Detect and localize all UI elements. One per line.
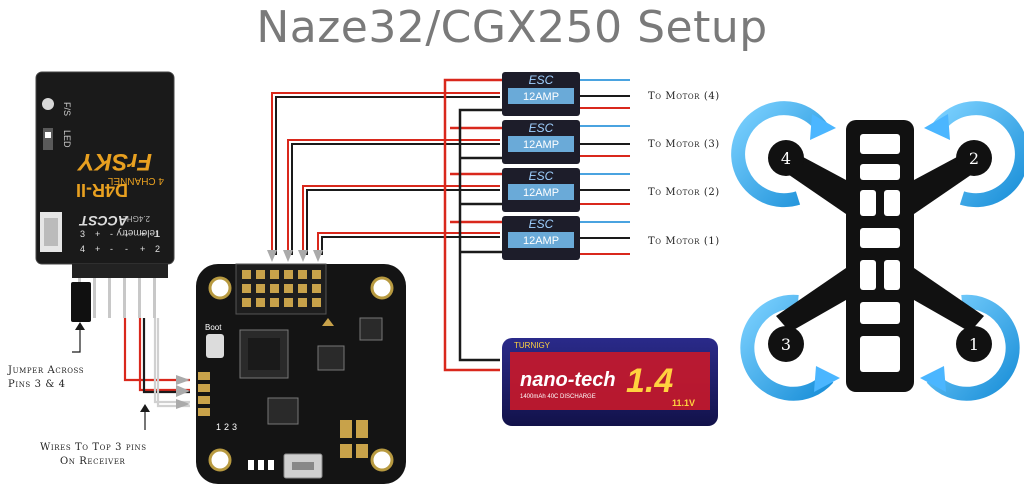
motor-label-2: To Motor (2) <box>648 187 720 198</box>
boot-button <box>206 334 224 358</box>
rx-pin-label-a4: + <box>140 229 145 239</box>
battery-brand: TURNIGY <box>514 341 551 350</box>
rx-pin-label-a0: 3 <box>80 229 85 239</box>
esc-4: ESC 12AMP <box>502 72 580 116</box>
fc-header-pad <box>284 270 293 279</box>
esc-1: ESC 12AMP <box>502 216 580 260</box>
esc-1-rating: 12AMP <box>523 235 559 247</box>
rx-pin-label-a1: + <box>95 229 100 239</box>
receiver: F/S LED Telemetry ACCST 2.4GHz 4 CHANNEL… <box>35 71 175 322</box>
esc-3: ESC 12AMP <box>502 120 580 164</box>
rotation-arrow-icon-2 <box>932 101 1024 208</box>
rotation-arrow-icon-4 <box>731 101 828 208</box>
jumper-block <box>71 282 91 322</box>
jumper-annotation-line2: Pins 3 & 4 <box>8 379 66 390</box>
fc-header-pad <box>298 298 307 307</box>
rx-pin-label-a2: - <box>110 229 113 239</box>
frame-motor-number-1: 1 <box>969 335 979 354</box>
fc-header-pad <box>284 298 293 307</box>
frame-motor-number-2: 2 <box>969 149 979 168</box>
esc-2-rating: 12AMP <box>523 187 559 199</box>
rx-pin-label-b3: - <box>125 244 128 254</box>
esc-4-rating: 12AMP <box>523 91 559 103</box>
fc-header-pad <box>270 298 279 307</box>
rx-pin-label-b2: - <box>110 244 113 254</box>
lipo-battery: TURNIGY nano-tech 1.4 1400mAh 40C DISCHA… <box>502 338 718 426</box>
quad-frame: 4 2 3 1 <box>731 101 1024 401</box>
frame-motor-number-3: 3 <box>781 335 791 354</box>
esc-3-label: ESC <box>529 121 554 135</box>
fc-header-pad <box>312 284 321 293</box>
rotation-arrow-icon-1 <box>926 294 1020 401</box>
fc-header-pad <box>298 270 307 279</box>
rx-pin-label-b1: + <box>95 244 100 254</box>
power-wires <box>443 78 502 372</box>
rx-pin-label-b5: 2 <box>155 244 160 254</box>
esc-4-label: ESC <box>529 73 554 87</box>
fc-header-pad <box>270 270 279 279</box>
receiver-accst: ACCST <box>78 213 129 229</box>
board-pin-2: 2 <box>224 422 229 432</box>
motor-label-1: To Motor (1) <box>648 236 720 247</box>
wires-annotation-line1: Wires To Top 3 pins <box>40 442 147 453</box>
receiver-wire-arrows <box>176 375 190 409</box>
receiver-brand: FrSKY <box>77 148 152 175</box>
battery-spec: 1400mAh 40C DISCHARGE <box>520 394 596 400</box>
fc-header-pad <box>256 284 265 293</box>
signal-wires <box>271 92 500 255</box>
receiver-telemetry: Telemetry <box>117 227 160 238</box>
signal-wire-esc2 <box>302 185 500 255</box>
jumper-annotation-line1: Jumper Across <box>7 365 84 376</box>
board-pin-3: 3 <box>232 422 237 432</box>
battery-name: nano-tech <box>520 369 616 391</box>
led-icon <box>43 128 53 150</box>
fc-header-pad <box>242 270 251 279</box>
jumper-pointer <box>72 330 81 353</box>
receiver-band: 2.4GHz <box>123 214 150 223</box>
esc-2-label: ESC <box>529 169 554 183</box>
rx-pin-label-a3: - <box>125 229 128 239</box>
receiver-model: D4R-II <box>76 180 128 200</box>
esc-1-label: ESC <box>529 217 554 231</box>
rotation-arrow-icon-3 <box>740 294 834 401</box>
motor-wires <box>580 79 630 255</box>
board-pin-1: 1 <box>216 422 221 432</box>
fc-header-pad <box>242 298 251 307</box>
battery-voltage: 11.1V <box>672 398 695 408</box>
fc-header-pad <box>270 284 279 293</box>
fc-header-pad <box>312 270 321 279</box>
fc-header-pad <box>256 298 265 307</box>
signal-wire-esc1 <box>317 232 500 255</box>
boot-label: Boot <box>205 323 222 332</box>
signal-wire-esc3 <box>287 139 500 255</box>
receiver-fs-label: F/S <box>62 102 72 116</box>
diagram-title: Naze32/CGX250 Setup <box>256 2 768 53</box>
receiver-led-label: LED <box>62 130 72 148</box>
flight-controller: Boot 1 2 3 <box>196 263 406 484</box>
frame-motor-number-4: 4 <box>781 149 791 168</box>
signal-wire-esc4 <box>271 92 500 255</box>
rx-pin-label-a5: 1 <box>155 229 160 239</box>
rx-pin-label-b0: 4 <box>80 244 85 254</box>
motor-label-4: To Motor (4) <box>648 91 720 102</box>
signal-arrows <box>267 250 323 262</box>
rx-pin-label-b4: + <box>140 244 145 254</box>
fs-button-icon <box>42 98 54 110</box>
fc-header-pad <box>284 284 293 293</box>
fc-header-pad <box>242 284 251 293</box>
receiver-channels: 4 CHANNEL <box>107 175 164 186</box>
fc-header-pad <box>312 298 321 307</box>
motor-label-3: To Motor (3) <box>648 139 720 150</box>
esc-3-rating: 12AMP <box>523 139 559 151</box>
fc-header-pad <box>256 270 265 279</box>
wires-annotation-line2: On Receiver <box>60 456 126 467</box>
battery-capacity: 1.4 <box>626 362 673 400</box>
esc-2: ESC 12AMP <box>502 168 580 212</box>
fc-header-pad <box>298 284 307 293</box>
